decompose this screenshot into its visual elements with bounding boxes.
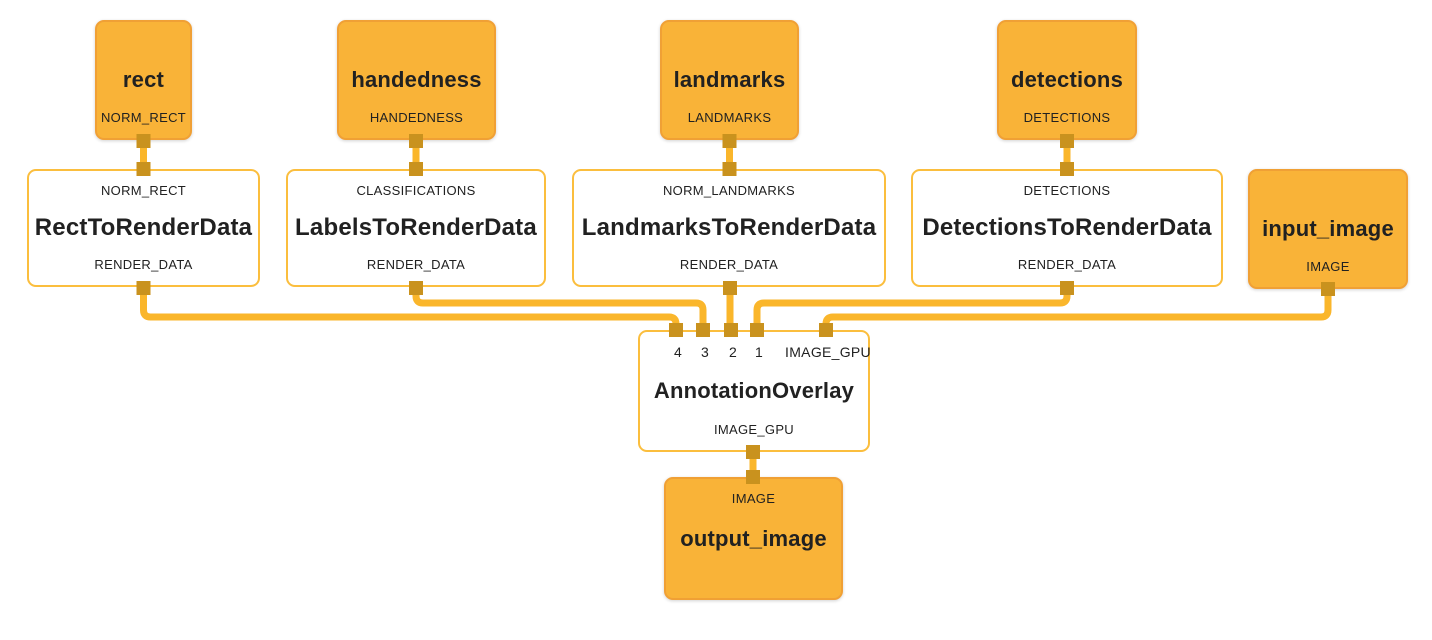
node-annotation-overlay[interactable]: 4 3 2 1 IMAGE_GPU AnnotationOverlay IMAG… (638, 330, 871, 452)
node-title: AnnotationOverlay (653, 378, 855, 403)
edge-detectionstorenderdata-to-overlay-1 (753, 288, 1071, 330)
node-handedness[interactable]: handedness HANDEDNESS (337, 20, 496, 140)
output-stream-tag: RENDER_DATA (366, 257, 466, 272)
node-rect[interactable]: rect NORM_RECT (95, 20, 192, 140)
port-label-1: 1 (754, 344, 764, 360)
node-title: LabelsToRenderData (295, 214, 537, 241)
output-stream-tag: RENDER_DATA (1017, 257, 1117, 272)
node-detections-to-render-data[interactable]: DETECTIONS DetectionsToRenderData RENDER… (911, 169, 1223, 287)
node-title: RectToRenderData (34, 214, 253, 241)
port-label-image-gpu: IMAGE_GPU (785, 344, 871, 360)
input-stream-tag: NORM_RECT (100, 183, 187, 198)
output-stream-tag: IMAGE (1306, 259, 1350, 274)
node-title: rect (122, 67, 165, 92)
output-stream-tag: LANDMARKS (687, 110, 772, 125)
node-title: LandmarksToRenderData (581, 214, 877, 241)
node-input-image[interactable]: input_image IMAGE (1248, 169, 1408, 289)
node-title: detections (1010, 67, 1124, 92)
node-title: output_image (680, 525, 827, 551)
node-detections[interactable]: detections DETECTIONS (997, 20, 1137, 140)
edge-labelstorenderdata-to-overlay-3 (412, 288, 707, 330)
node-title: landmarks (673, 67, 786, 92)
input-stream-tag: CLASSIFICATIONS (356, 183, 476, 198)
node-landmarks[interactable]: landmarks LANDMARKS (660, 20, 799, 140)
node-rect-to-render-data[interactable]: NORM_RECT RectToRenderData RENDER_DATA (27, 169, 260, 287)
edge-inputimage-to-overlay-imagegpu (822, 289, 1332, 330)
node-title: input_image (1262, 216, 1394, 241)
node-labels-to-render-data[interactable]: CLASSIFICATIONS LabelsToRenderData RENDE… (286, 169, 546, 287)
port-label-3: 3 (700, 344, 710, 360)
edge-recttorenderdata-to-overlay-4 (140, 288, 680, 330)
input-stream-tag: IMAGE (731, 491, 776, 506)
input-port-labels: 4 3 2 1 IMAGE_GPU (640, 344, 871, 360)
output-stream-tag: RENDER_DATA (94, 257, 193, 272)
input-stream-tag: NORM_LANDMARKS (662, 183, 796, 198)
input-stream-tag: DETECTIONS (1023, 183, 1111, 198)
port-label-2: 2 (728, 344, 738, 360)
node-title: handedness (351, 67, 482, 92)
port-label-4: 4 (673, 344, 683, 360)
output-stream-tag: NORM_RECT (100, 110, 187, 125)
output-stream-tag: RENDER_DATA (679, 257, 779, 272)
output-stream-tag: HANDEDNESS (369, 110, 464, 125)
output-stream-tag: DETECTIONS (1023, 110, 1111, 125)
node-landmarks-to-render-data[interactable]: NORM_LANDMARKS LandmarksToRenderData REN… (572, 169, 886, 287)
output-stream-tag: IMAGE_GPU (714, 422, 794, 437)
node-output-image[interactable]: IMAGE output_image (664, 477, 843, 600)
node-title: DetectionsToRenderData (922, 214, 1212, 241)
